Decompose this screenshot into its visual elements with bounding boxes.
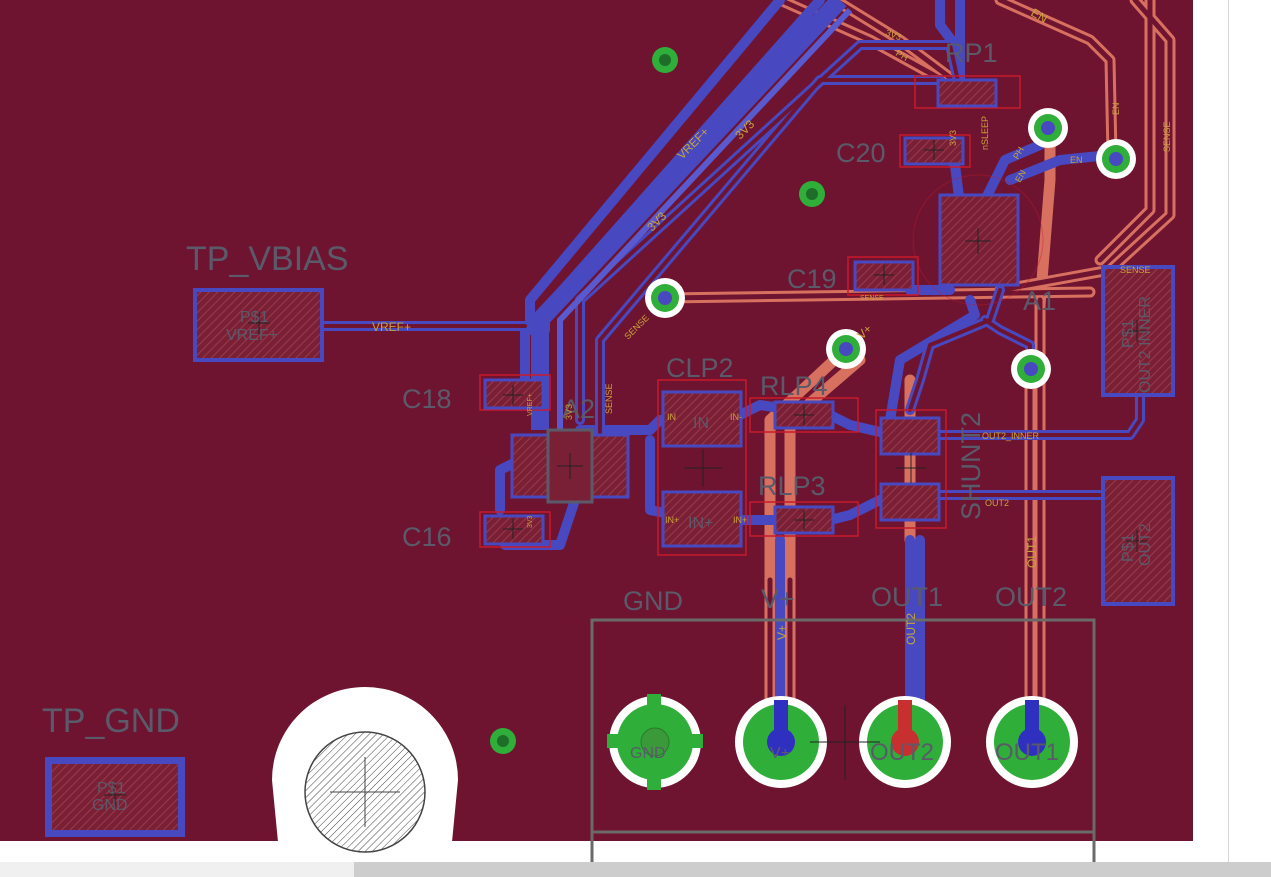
label-a1: A1 — [1023, 286, 1056, 316]
label-c16: C16 — [402, 522, 452, 552]
label-tp-vbias: TP_VBIAS — [186, 240, 349, 278]
pad-label-clp-in: IN — [693, 415, 709, 432]
out2-inner-pad[interactable] — [1101, 265, 1175, 397]
c16-component[interactable] — [483, 514, 545, 546]
connector-outline — [590, 618, 1096, 834]
net-label-vref-plus: VREF+ — [372, 320, 411, 334]
clp2-pad-in[interactable] — [661, 390, 743, 448]
label-conn-gnd: GND — [623, 586, 683, 616]
net-label-out2-vert: OUT2 — [904, 613, 918, 645]
connector-pad-vplus[interactable] — [735, 696, 827, 788]
connector-pad-gnd[interactable] — [607, 694, 703, 790]
via-6 — [1011, 349, 1051, 389]
label-rlp4: RLP4 — [760, 371, 828, 401]
via-1 — [647, 42, 683, 78]
net-label-in-minus: IN- — [730, 412, 742, 422]
net-label-in-plus-left: IN+ — [665, 515, 679, 525]
pad-label-clp-in-plus: IN+ — [688, 515, 713, 532]
via-8 — [1096, 139, 1136, 179]
rp1-outline — [914, 75, 1021, 109]
pad-label-vref: VREF+ — [226, 327, 278, 344]
pad-label-p1-vbias: P$1 — [240, 309, 269, 326]
pad-label-p1-gnd: P$1 — [97, 780, 126, 797]
net-label-in-left: IN — [667, 412, 676, 422]
net-label-en-right: EN — [1111, 102, 1121, 115]
pad-label-j-out2: OUT2 — [870, 739, 934, 766]
label-conn-out2: OUT2 — [995, 582, 1067, 612]
net-label-3v3-c20: 3V3 — [948, 130, 958, 146]
via-5 — [826, 329, 866, 369]
pad-label-p1-inner: P$1 — [1120, 319, 1137, 348]
a1-component[interactable] — [938, 193, 1020, 287]
connector-pad-out2[interactable] — [859, 696, 951, 788]
c18-component[interactable] — [483, 378, 545, 410]
net-label-out2-inner: OUT2_INNER — [982, 431, 1040, 441]
label-clp2: CLP2 — [666, 353, 734, 383]
pad-label-j-out1: OUT1 — [995, 739, 1059, 766]
pad-label-j-gnd: GND — [630, 745, 666, 762]
clp2-pad-in-plus[interactable] — [661, 490, 743, 548]
label-tp-gnd: TP_GND — [42, 702, 180, 740]
label-rlp3: RLP3 — [758, 471, 826, 501]
vertical-scrollbar[interactable] — [1228, 0, 1271, 862]
via-7 — [1028, 108, 1068, 148]
net-label-sense-right: SENSE — [1162, 121, 1172, 152]
via-3 — [485, 723, 521, 759]
net-label-sense-inner: SENSE — [1120, 265, 1151, 275]
horizontal-scrollbar-thumb[interactable] — [354, 862, 1271, 877]
net-label-vref-a2: VREF+ — [527, 393, 534, 416]
net-label-nsleep: nSLEEP — [980, 116, 990, 150]
pad-label-out2-inner: OUT2 INNER — [1137, 296, 1154, 393]
net-label-sense-c19: SENSE — [860, 295, 884, 302]
net-label-3v3-a2: 3V3 — [564, 404, 574, 420]
connector-pad-out1[interactable] — [986, 696, 1078, 788]
pad-label-out2: OUT2 — [1137, 523, 1154, 566]
label-conn-out1: OUT1 — [871, 582, 943, 612]
label-shunt2: SHUNT2 — [956, 412, 986, 520]
net-label-en-via: EN — [1070, 155, 1083, 165]
label-c20: C20 — [836, 138, 886, 168]
pad-label-j-vplus: V+ — [770, 745, 790, 762]
origin-markers — [104, 140, 1148, 806]
net-label-sense-a2: SENSE — [604, 383, 614, 414]
net-label-vplus: V+ — [775, 625, 789, 640]
rp1-component[interactable] — [936, 78, 998, 108]
label-conn-vplus: V+ — [761, 584, 795, 614]
vias[interactable] — [485, 42, 1136, 759]
label-rp1: RP1 — [945, 38, 998, 68]
shunt2-pad-top[interactable] — [879, 416, 941, 456]
net-label-in-plus: IN+ — [733, 515, 747, 525]
label-a2: A2 — [562, 394, 595, 424]
label-c19: C19 — [787, 264, 837, 294]
pad-label-gnd: GND — [92, 797, 128, 814]
net-label-3v3-c16: 3V3 — [527, 515, 534, 528]
net-label-out2-h: OUT2 — [985, 498, 1009, 508]
label-c18: C18 — [402, 384, 452, 414]
pad-label-p1-out2: P$1 — [1120, 533, 1137, 562]
net-label-out1-vert: OUT1 — [1025, 536, 1039, 568]
via-2 — [794, 176, 830, 212]
via-4 — [645, 278, 685, 318]
shunt2-pad-bottom[interactable] — [879, 482, 941, 522]
